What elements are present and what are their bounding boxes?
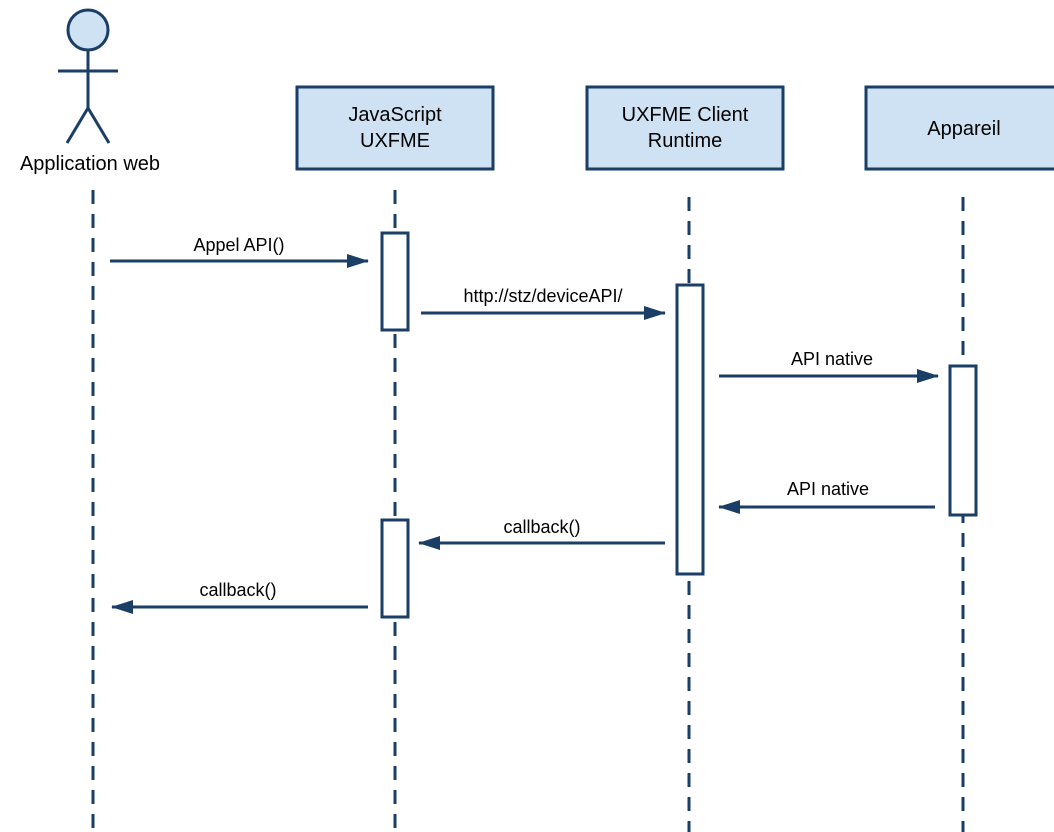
participant-javascript-uxfme: JavaScript UXFME xyxy=(295,85,495,171)
participant-appareil-label: Appareil xyxy=(927,118,1000,140)
message-4: API native xyxy=(718,479,935,514)
activation-appareil xyxy=(948,364,978,517)
participant-runtime-line2: Runtime xyxy=(648,130,722,152)
message-5: callback() xyxy=(418,517,665,550)
participant-js-line2: UXFME xyxy=(360,130,430,152)
stick-figure-icon xyxy=(58,8,118,144)
participant-client-runtime: UXFME Client Runtime xyxy=(585,85,785,171)
actor-label: Application web xyxy=(20,153,160,175)
message-1: Appel API() xyxy=(110,235,369,268)
participant-appareil: Appareil xyxy=(864,85,1054,171)
participant-js-line1: JavaScript xyxy=(348,104,442,126)
message-5-label: callback() xyxy=(503,517,580,537)
activations xyxy=(380,231,978,619)
message-1-label: Appel API() xyxy=(193,235,284,255)
message-3: API native xyxy=(719,349,939,383)
activation-js-1 xyxy=(380,231,410,332)
message-3-label: API native xyxy=(791,349,873,369)
activation-js-2 xyxy=(380,518,410,619)
participant-runtime-line1: UXFME Client xyxy=(622,104,749,126)
activation-runtime xyxy=(675,283,705,576)
message-2-label: http://stz/deviceAPI/ xyxy=(463,286,622,306)
message-4-label: API native xyxy=(787,479,869,499)
message-2: http://stz/deviceAPI/ xyxy=(421,286,666,320)
message-6: callback() xyxy=(111,580,368,614)
message-6-label: callback() xyxy=(199,580,276,600)
